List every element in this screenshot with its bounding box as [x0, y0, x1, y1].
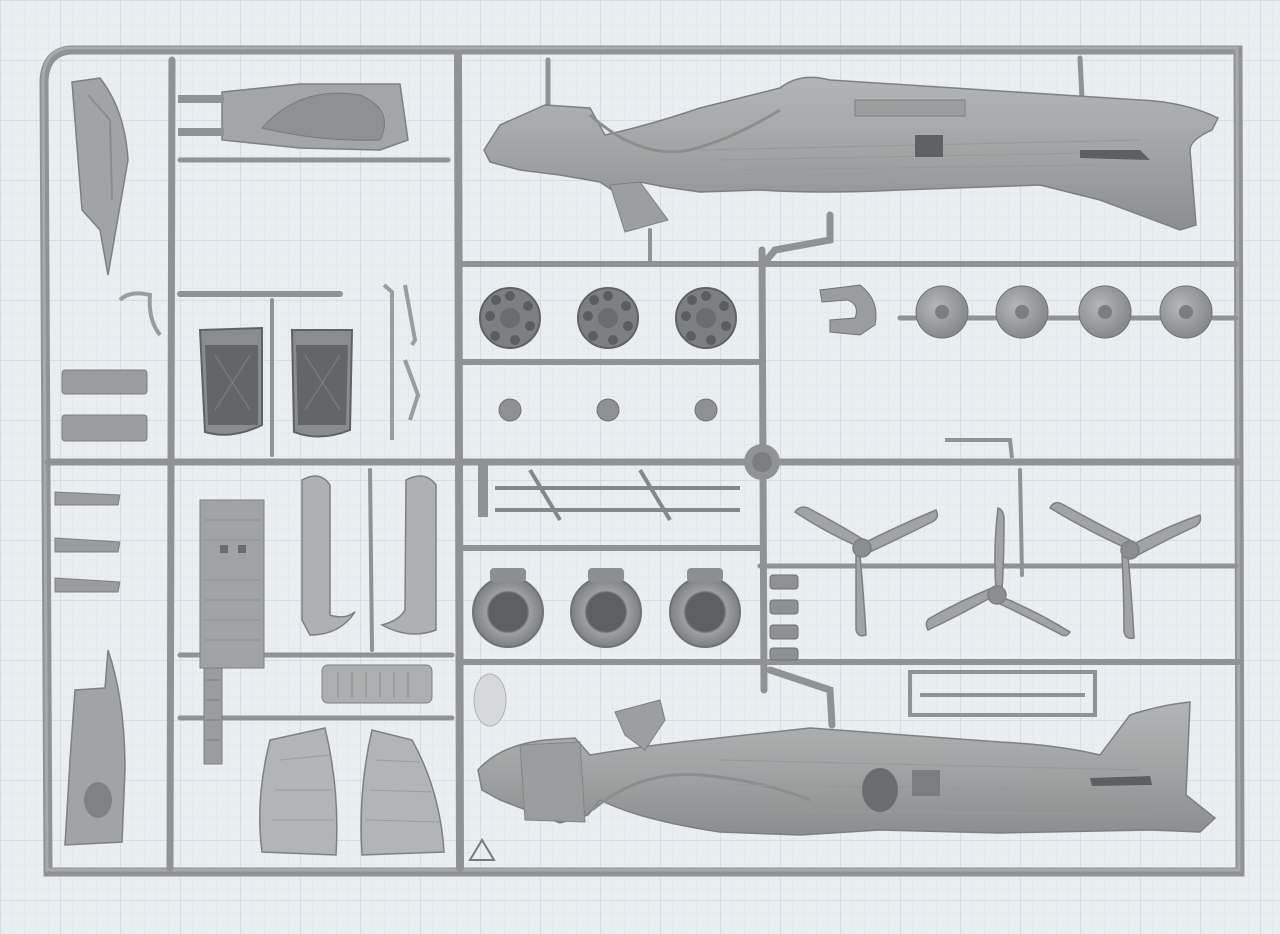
bulkhead-floor-part [199, 499, 265, 765]
small-parts-left [54, 369, 148, 593]
engine-cowling-2 [570, 568, 642, 648]
engine-cowling-3 [669, 568, 741, 648]
seat-part-right [290, 329, 354, 438]
clamp-part [819, 284, 877, 336]
sprue-hub [744, 444, 780, 480]
radial-engine-1 [479, 287, 541, 349]
propeller-3 [1049, 501, 1202, 640]
propeller-1 [793, 506, 939, 637]
radial-engine-3 [675, 287, 737, 349]
nacelle-panel-left [301, 475, 356, 636]
radial-engine-2 [577, 287, 639, 349]
cockpit-floor-part [178, 83, 409, 151]
recycle-logo [468, 838, 496, 861]
wingtip-part-left [259, 727, 338, 856]
wing-fillet-part-top [71, 77, 129, 276]
wingtip-part-right [360, 729, 445, 856]
machine-gun-parts [478, 462, 740, 522]
fuselage-half-top [483, 76, 1220, 233]
wing-fillet-part-bottom [64, 649, 126, 846]
seat-part-left [198, 326, 263, 436]
small-dome-parts [498, 398, 718, 422]
engine-cowling-1 [472, 568, 544, 648]
strut-parts [118, 283, 421, 440]
fuselage-half-bottom [477, 699, 1217, 836]
wheel-parts [915, 285, 1213, 339]
nacelle-panel-right [379, 475, 437, 635]
propeller-2 [925, 506, 1072, 637]
small-frame-part [908, 438, 1097, 717]
small-connector-parts [769, 574, 799, 661]
exhaust-part [321, 664, 507, 727]
